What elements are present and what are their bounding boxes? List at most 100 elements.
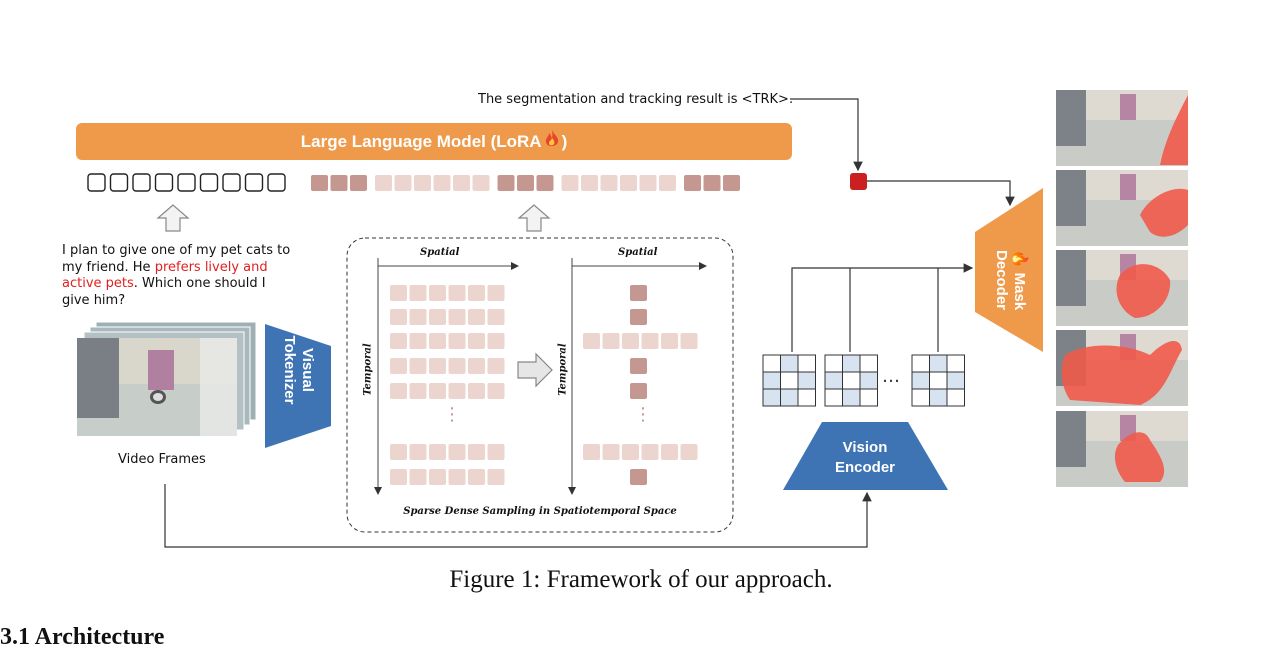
figure-caption: Figure 1: Framework of our approach. <box>449 566 833 593</box>
dense-token <box>487 333 505 349</box>
fire-icon <box>544 129 560 154</box>
feature-cell <box>946 354 965 373</box>
video-token <box>414 175 431 191</box>
dense-token <box>429 285 446 301</box>
vertical-dots-right: ⋮ <box>634 404 652 425</box>
video-token <box>659 175 676 191</box>
frame-bag <box>1120 94 1136 120</box>
user-question: I plan to give one of my pet cats to my … <box>62 243 292 309</box>
sparse-token <box>583 444 600 460</box>
dense-token <box>448 444 466 460</box>
llm-bar: Large Language Model (LoRA ) <box>76 123 792 160</box>
feature-cell <box>842 388 861 407</box>
dense-token <box>468 469 485 485</box>
dense-token <box>468 285 485 301</box>
encoder-ellipsis: … <box>882 366 900 387</box>
question-highlight: prefers lively and active pets <box>62 259 268 292</box>
segmentation-mask <box>1061 340 1182 405</box>
fire-icon: 🔥 <box>1011 249 1028 269</box>
dense-token <box>448 285 466 301</box>
output-frames <box>1056 90 1188 487</box>
video-token <box>536 175 554 191</box>
sparse-token <box>583 333 600 349</box>
segmentation-mask <box>1160 95 1188 165</box>
dense-token <box>390 444 407 460</box>
frame-door <box>1056 90 1086 146</box>
sparse-token-grid <box>583 285 698 485</box>
mask-decoder-label: 🔥 Mask Decoder <box>992 220 1028 340</box>
mask-decoder-line-2: Decoder <box>993 249 1010 311</box>
dense-token <box>487 444 505 460</box>
sparse-token <box>630 358 647 374</box>
output-frame <box>1056 250 1188 326</box>
dense-token <box>448 309 466 325</box>
video-token <box>330 175 348 191</box>
output-frame <box>1056 170 1188 246</box>
video-token <box>561 175 579 191</box>
dense-token <box>468 444 485 460</box>
dense-token <box>429 383 446 399</box>
feature-cell <box>929 371 948 390</box>
temporal-label-right: Temporal <box>557 343 569 396</box>
llm-token-row <box>87 173 740 192</box>
dense-token <box>390 469 407 485</box>
dense-token <box>390 309 407 325</box>
feature-cell <box>911 371 930 390</box>
dense-token <box>429 309 446 325</box>
dense-token <box>487 358 505 374</box>
video-token <box>723 175 740 191</box>
visual-tokenizer-shape <box>265 324 331 448</box>
feature-cell <box>859 388 878 407</box>
dense-token <box>448 358 466 374</box>
tokenizer-line-2: Tokenizer <box>281 335 298 405</box>
dense-token <box>468 309 485 325</box>
segmentation-mask <box>1114 432 1165 482</box>
sparse-token <box>661 333 678 349</box>
vertical-dots-left: ⋮ <box>443 404 461 425</box>
up-arrow-text <box>156 204 190 232</box>
feature-cell <box>842 371 861 390</box>
vision-feature-grids <box>762 354 965 407</box>
feature-cell <box>911 354 930 373</box>
dense-token <box>409 309 427 325</box>
dense-token <box>487 383 505 399</box>
output-frame <box>1056 411 1188 487</box>
feature-cell <box>797 371 816 390</box>
text-token <box>154 173 174 192</box>
mask-decoder-line-1: 🔥 Mask <box>1011 249 1028 311</box>
tokenizer-line-1: Visual <box>299 348 316 392</box>
sparse-token <box>661 444 678 460</box>
feature-cell <box>762 388 781 407</box>
feature-cell <box>946 371 965 390</box>
llm-label-close: ) <box>561 131 568 151</box>
video-token <box>311 175 328 191</box>
sparse-token <box>602 444 620 460</box>
trk-to-decoder-arrow <box>867 180 1015 207</box>
dense-token <box>429 333 446 349</box>
feature-cell <box>824 354 843 373</box>
segmentation-mask <box>1116 264 1171 318</box>
dense-token <box>429 469 446 485</box>
dense-token <box>448 333 466 349</box>
feature-cell <box>929 354 948 373</box>
video-frame-front <box>77 338 237 436</box>
video-token <box>350 175 367 191</box>
frame-bag <box>1120 174 1136 200</box>
frame-door <box>1056 411 1086 467</box>
text-token <box>244 173 264 192</box>
dense-token <box>390 285 407 301</box>
sparse-token <box>622 444 639 460</box>
dense-token <box>448 383 466 399</box>
text-token <box>222 173 241 192</box>
dense-token <box>409 444 427 460</box>
vision-encoder-label: Vision Encoder <box>800 438 930 478</box>
video-token <box>684 175 701 191</box>
output-text: The segmentation and tracking result is … <box>478 92 794 107</box>
text-token <box>132 173 151 192</box>
dense-token <box>390 383 407 399</box>
dense-token <box>409 285 427 301</box>
sampling-box <box>346 237 734 533</box>
text-token <box>109 173 129 192</box>
dense-token <box>487 469 505 485</box>
